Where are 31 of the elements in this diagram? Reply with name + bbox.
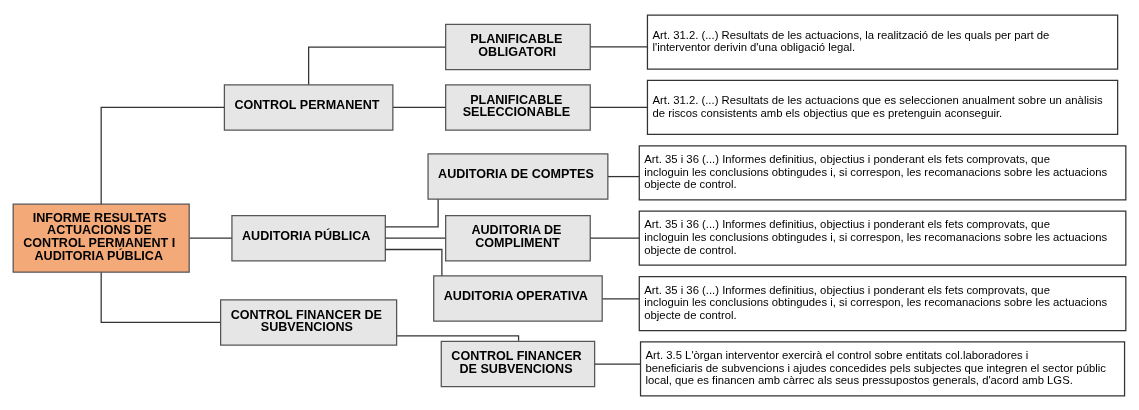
node-box: INFORME RESULTATS ACTUACIONS DE CONTROL PERMANENT I AUDITORIA PÚBLICA [12, 203, 190, 273]
node-box: CONTROL FINANCER DE SUBVENCIONS [220, 298, 398, 346]
node-box: CONTROL PERMANENT [223, 83, 394, 131]
connector [601, 297, 640, 299]
node-box: AUDITORIA PÚBLICA [231, 214, 386, 261]
connector [396, 334, 520, 341]
node-box: PLANIFICABLE SELECCIONABLE [445, 83, 591, 131]
node-box: Art. 35 i 36 (...) Informes definitius, objectius i ponderant els fets comprovats, que incloguin les conclusions obtingudes i, si correspon, les recomanacions sobre les actuacions objecte de control. [638, 275, 1127, 331]
node-box: Art. 31.2. (...) Resultats de les actuacions que es seleccionen anualment sobre un anàlisis de riscos consistents amb els objectius que es pretenguin aconseguir. [646, 79, 1119, 135]
node-box: Art. 31.2. (...) Resultats de les actuacions, la realització de les quals per part de l'interventor derivin d'una obligació legal. [646, 13, 1119, 70]
connector [100, 106, 225, 205]
node-box: AUDITORIA DE COMPTES [427, 152, 609, 200]
connector [384, 198, 439, 227]
node-box: Art. 35 i 36 (...) Informes definitius, objectius i ponderant els fets comprovats, que incloguin les conclusions obtingudes i, si correspon, les recomanacions sobre les actuacions objecte de control. [638, 210, 1127, 266]
connector [384, 248, 443, 276]
connector [100, 271, 221, 323]
node-box: AUDITORIA DE COMPLIMENT [445, 214, 591, 261]
node-box: AUDITORIA OPERATIVA [433, 274, 603, 322]
connector [384, 237, 446, 239]
connector [594, 363, 642, 365]
connector [308, 45, 446, 85]
node-box: PLANIFICABLE OBLIGATORI [445, 23, 591, 70]
connector [189, 237, 233, 239]
connector [589, 45, 648, 47]
connector [392, 106, 447, 108]
node-box: Art. 35 i 36 (...) Informes definitius, objectius i ponderant els fets comprovats, que incloguin les conclusions obtingudes i, si correspon, les recomanacions sobre les actuacions objecte de control. [638, 144, 1127, 200]
connector [589, 106, 648, 108]
connector [589, 237, 640, 239]
connector [607, 175, 640, 177]
node-box: Art. 3.5 L'òrgan interventor exercirà el control sobre entitats col.laboradores i beneficiaris de subvencions i ajudes concedides pels subjectes que integren el sector públic local, que es financen amb càrrec als seus pressupostos generals, d'acord amb LGS. [639, 340, 1126, 397]
node-box: CONTROL FINANCER DE SUBVENCIONS [440, 340, 596, 387]
